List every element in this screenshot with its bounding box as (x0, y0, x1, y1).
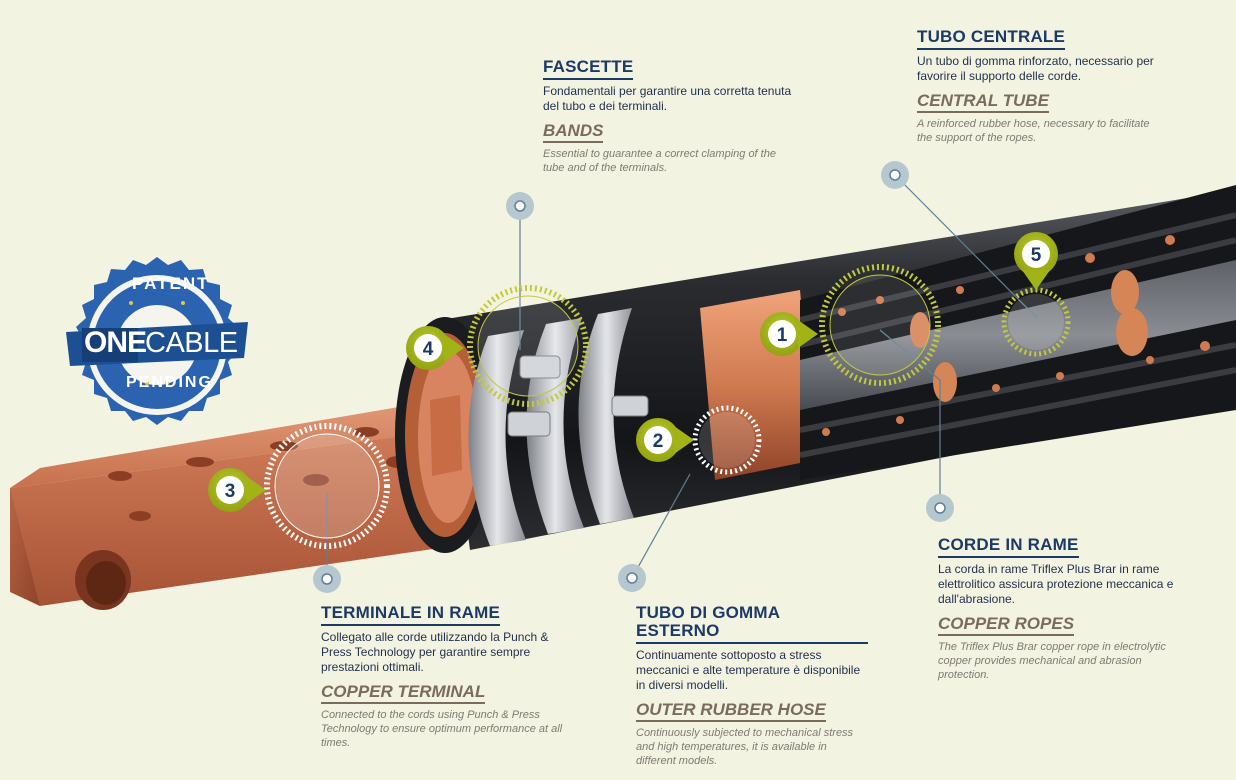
callout-title-en: BANDS (543, 122, 604, 143)
highlight-rings (264, 264, 1071, 549)
callout-title-it: FASCETTE (543, 58, 634, 80)
callout-title-en: OUTER RUBBER HOSE (636, 701, 826, 722)
anchor-dots (313, 161, 954, 593)
callout-text-en: Continuously subjected to mechanical str… (636, 727, 854, 767)
callout-title-it: TERMINALE IN RAME (321, 604, 501, 626)
callout-text-it: Fondamentali per garantire una corretta … (543, 84, 792, 113)
callout-title-en: CENTRAL TUBE (917, 92, 1049, 113)
callout-copper-ropes: CORDE IN RAME La corda in rame Triflex P… (938, 536, 1178, 682)
anchor-dot (506, 192, 534, 220)
callout-text-it: Collegato alle corde utilizzando la Punc… (321, 630, 549, 674)
callout-text-en: A reinforced rubber hose, necessary to f… (917, 118, 1150, 144)
marker-2-label: 2 (653, 431, 664, 452)
badge-top-text: PATENT (132, 274, 210, 293)
anchor-dot (881, 161, 909, 189)
badge-bottom-text: PENDING (126, 374, 213, 391)
callout-title-en: COPPER TERMINAL (321, 683, 486, 704)
marker-2: 2 (636, 418, 694, 462)
brand-cable-text: CABLE (145, 327, 238, 359)
marker-3: 3 (208, 468, 266, 512)
callout-text-it: Un tubo di gomma rinforzato, necessario … (917, 54, 1154, 83)
callout-text-it: La corda in rame Triflex Plus Brar in ra… (938, 562, 1174, 606)
callout-text-en: The Triflex Plus Brar copper rope in ele… (938, 641, 1166, 681)
marker-5-label: 5 (1031, 245, 1042, 266)
callout-central-tube: TUBO CENTRALE Un tubo di gomma rinforzat… (917, 28, 1167, 145)
callout-title-it: CORDE IN RAME (938, 536, 1079, 558)
brand-one-text: ONE (84, 326, 147, 359)
callout-text-en: Essential to guarantee a correct clampin… (543, 148, 776, 174)
anchor-dot (926, 494, 954, 522)
callout-bands: FASCETTE Fondamentali per garantire una … (543, 58, 793, 175)
callout-title-it: TUBO CENTRALE (917, 28, 1066, 50)
callout-copper-terminal: TERMINALE IN RAME Collegato alle corde u… (321, 604, 571, 750)
marker-4: 4 (406, 326, 464, 370)
callout-title-it: TUBO DI GOMMA ESTERNO (636, 604, 868, 644)
marker-3-label: 3 (225, 481, 236, 502)
anchor-dot (313, 565, 341, 593)
callout-text-en: Connected to the cords using Punch & Pre… (321, 709, 563, 749)
marker-1: 1 (760, 312, 818, 356)
callout-title-en: COPPER ROPES (938, 615, 1075, 636)
patent-pending-badge: PATENT ONE CABLE PENDING (62, 250, 252, 440)
callout-outer-hose: TUBO DI GOMMA ESTERNO Continuamente sott… (636, 604, 868, 768)
anchor-dot (618, 564, 646, 592)
callout-text-it: Continuamente sottoposto a stress meccan… (636, 648, 861, 692)
marker-5: 5 (1014, 232, 1058, 290)
marker-1-label: 1 (777, 325, 788, 346)
leader-lines (326, 174, 1038, 579)
badge-ribbon (66, 322, 248, 366)
marker-4-label: 4 (423, 339, 434, 360)
copper-terminal (10, 400, 440, 610)
